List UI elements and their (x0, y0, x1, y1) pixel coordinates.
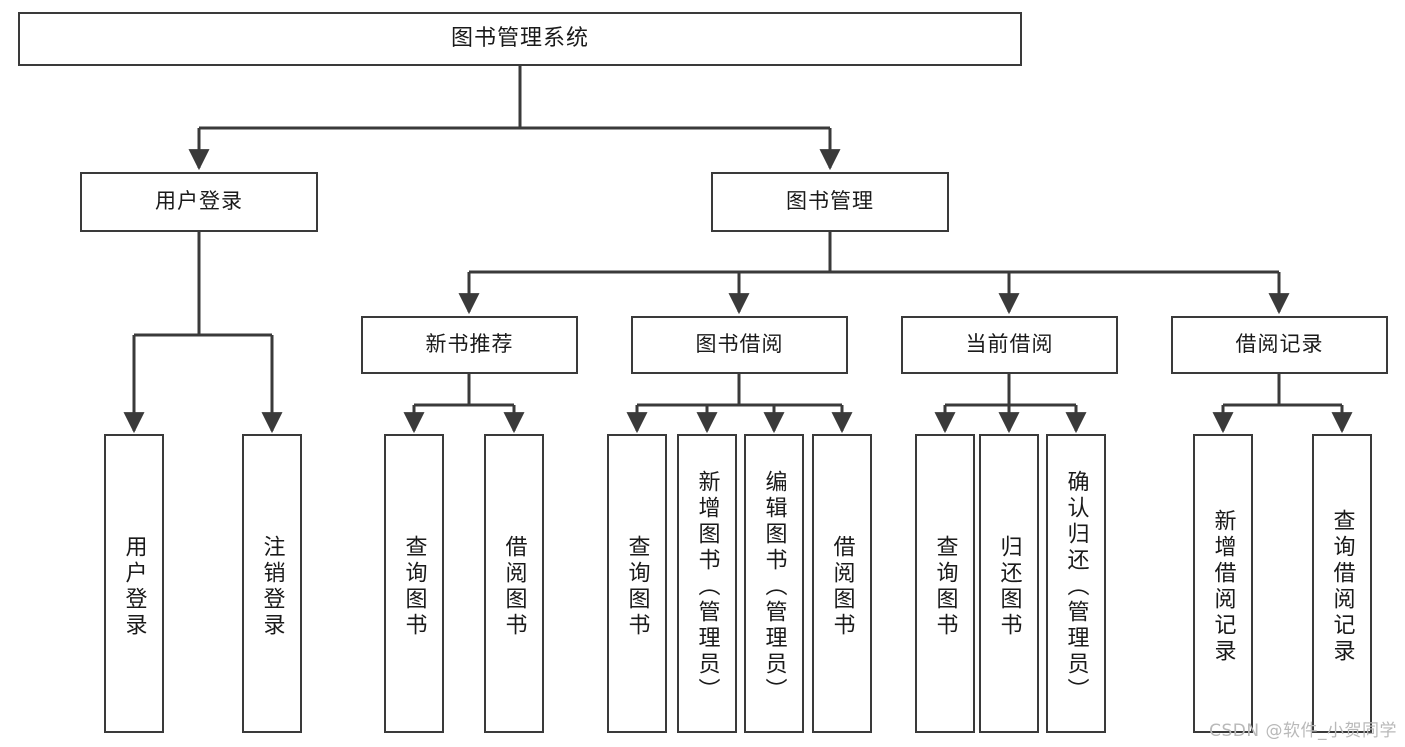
node-label: 归还图书 (996, 534, 1022, 639)
leaf-query-books-recommendation[interactable]: 查询图书 (384, 434, 444, 733)
node-label: 注销登录 (259, 534, 285, 639)
node-user-login[interactable]: 用户登录 (80, 172, 318, 232)
leaf-query-borrow-record[interactable]: 查询借阅记录 (1312, 434, 1372, 733)
leaf-query-books-borrowing[interactable]: 查询图书 (607, 434, 667, 733)
node-label: 借阅图书 (829, 534, 855, 639)
leaf-logout[interactable]: 注销登录 (242, 434, 302, 733)
node-label: 编辑图书（管理员） (761, 469, 787, 704)
node-label: 用户登录 (121, 534, 147, 639)
leaf-edit-book-admin[interactable]: 编辑图书（管理员） (744, 434, 804, 733)
node-label: 图书借阅 (695, 332, 784, 357)
leaf-add-borrow-record[interactable]: 新增借阅记录 (1193, 434, 1253, 733)
leaf-confirm-return-admin[interactable]: 确认归还（管理员） (1046, 434, 1106, 733)
leaf-add-book-admin[interactable]: 新增图书（管理员） (677, 434, 737, 733)
leaf-return-books[interactable]: 归还图书 (979, 434, 1039, 733)
node-label: 确认归还（管理员） (1063, 469, 1089, 704)
node-label: 图书管理系统 (450, 25, 589, 51)
node-book-management[interactable]: 图书管理 (711, 172, 949, 232)
node-label: 用户登录 (155, 189, 243, 214)
leaf-user-login[interactable]: 用户登录 (104, 434, 164, 733)
leaf-borrow-books-recommendation[interactable]: 借阅图书 (484, 434, 544, 733)
node-label: 新增借阅记录 (1210, 508, 1236, 665)
node-root-book-management-system[interactable]: 图书管理系统 (18, 12, 1022, 66)
node-label: 查询图书 (401, 534, 427, 639)
node-borrowing-records[interactable]: 借阅记录 (1171, 316, 1388, 374)
node-label: 查询借阅记录 (1329, 508, 1355, 665)
node-label: 查询图书 (624, 534, 650, 639)
node-current-borrowing[interactable]: 当前借阅 (901, 316, 1118, 374)
node-label: 当前借阅 (965, 332, 1054, 357)
node-new-book-recommendation[interactable]: 新书推荐 (361, 316, 578, 374)
node-label: 借阅图书 (501, 534, 527, 639)
leaf-query-books-current[interactable]: 查询图书 (915, 434, 975, 733)
node-label: 借阅记录 (1235, 332, 1324, 357)
node-book-borrowing[interactable]: 图书借阅 (631, 316, 848, 374)
node-label: 图书管理 (786, 189, 874, 214)
watermark-text: CSDN @软件_小贺同学 (1209, 721, 1397, 741)
leaf-borrow-books-borrowing[interactable]: 借阅图书 (812, 434, 872, 733)
node-label: 查询图书 (932, 534, 958, 639)
node-label: 新书推荐 (425, 332, 514, 357)
node-label: 新增图书（管理员） (694, 469, 720, 704)
